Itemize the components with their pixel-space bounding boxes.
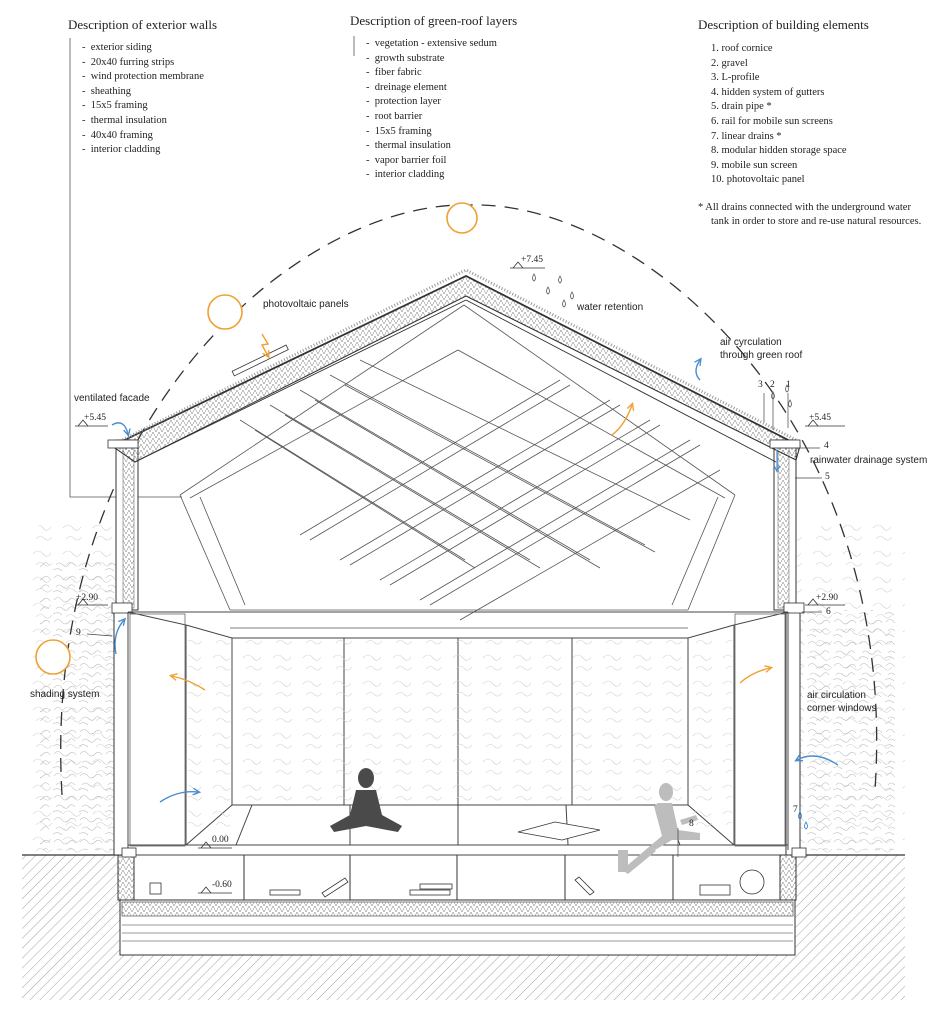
list-item: thermal insulation	[366, 139, 497, 154]
drain-note-line-2: tank in order to store and re-use natura…	[711, 216, 922, 227]
air-windows-line-2: corner windows	[807, 703, 877, 714]
foundation-slab	[119, 899, 796, 956]
rainwater-drainage-label: rainwater drainage system	[810, 455, 928, 466]
level-window-left: +2.90	[76, 593, 98, 603]
air-roof-line-2: through green roof	[720, 350, 803, 361]
interior-ceiling	[179, 304, 736, 629]
list-item: growth substrate	[366, 52, 497, 67]
seated-person-icon	[618, 783, 700, 874]
list-item: 3. L-profile	[711, 72, 760, 84]
list-item: 1. roof cornice	[711, 43, 773, 54]
ground	[22, 854, 905, 1000]
warm-air-arrow-icon	[611, 405, 632, 436]
callout-7: 7	[793, 805, 798, 815]
green-roof-title: Description of green-roof layers	[350, 13, 518, 28]
list-item: 8. modular hidden storage space	[711, 145, 847, 157]
exterior-walls-list: exterior siding 20x40 furring strips win…	[82, 41, 204, 158]
air-circulation-roof-label: air cyrculation through green roof	[720, 336, 802, 362]
ventilated-facade-label: ventilated facade	[74, 393, 150, 404]
cool-air-arrow-icon	[111, 422, 128, 434]
level-floor: 0.00	[212, 835, 229, 845]
list-item: vapor barrier foil	[366, 154, 497, 169]
list-item: 5. drain pipe *	[711, 101, 772, 113]
water-retention-label: water retention	[577, 302, 644, 313]
list-item: 40x40 framing	[82, 129, 204, 144]
cool-air-arrow-icon	[159, 792, 198, 803]
callout-6: 6	[826, 607, 831, 617]
air-windows-line-1: air circulation	[807, 690, 866, 701]
green-roof	[107, 268, 801, 463]
cool-air-arrow-icon	[114, 620, 124, 655]
exterior-walls-title: Description of exterior walls	[68, 17, 218, 32]
callout-leaders	[86, 393, 822, 857]
list-item: 10. photovoltaic panel	[711, 174, 805, 186]
list-item: interior cladding	[82, 143, 204, 158]
list-item: 2. gravel	[711, 57, 748, 69]
shading-system-label: shading system	[30, 689, 100, 700]
building-elements-title: Description of building elements	[698, 17, 869, 32]
corner-window-right	[690, 635, 732, 835]
list-item: interior cladding	[366, 168, 497, 183]
callout-9: 9	[76, 628, 81, 638]
list-item: thermal insulation	[82, 114, 204, 129]
corner-window-left	[188, 635, 230, 835]
linear-drains	[121, 847, 807, 858]
callout-5: 5	[825, 472, 830, 482]
list-item: 4. hidden system of gutters	[711, 86, 825, 98]
callout-8: 8	[689, 819, 694, 829]
drain-note-line-1: * All drains connected with the undergro…	[698, 202, 911, 213]
list-item: 15x5 framing	[82, 99, 204, 114]
warm-air-arrow-icon	[739, 668, 770, 684]
mobile-sun-screens	[129, 613, 786, 847]
green-roof-list: vegetation - extensive sedum growth subs…	[366, 37, 497, 183]
photovoltaic-label: photovoltaic panels	[263, 299, 349, 310]
level-basement: -0.60	[212, 880, 232, 890]
list-item: sheathing	[82, 85, 204, 100]
list-item: dreinage element	[366, 81, 497, 96]
level-ridge: +7.45	[521, 255, 543, 265]
list-item: fiber fabric	[366, 66, 497, 81]
exterior-walls-leader	[69, 38, 182, 498]
list-item: 15x5 framing	[366, 125, 497, 140]
callout-4: 4	[824, 441, 829, 451]
sun-icon	[35, 639, 71, 675]
warm-air-arrow-icon	[172, 676, 206, 691]
list-item: 6. rail for mobile sun screens	[711, 115, 833, 127]
energy-arrow-icon	[260, 333, 268, 356]
list-item: root barrier	[366, 110, 497, 125]
storage-space	[133, 854, 781, 901]
meditating-person-icon	[330, 768, 402, 832]
list-item: 20x40 furring strips	[82, 56, 204, 71]
callout-3: 3	[758, 380, 763, 390]
sun-icon	[446, 202, 478, 234]
floor-board	[517, 821, 601, 841]
callout-1: 1	[786, 380, 791, 390]
level-window-right: +2.90	[816, 593, 838, 603]
water-drop-icon	[532, 273, 792, 408]
list-item: vegetation - extensive sedum	[366, 37, 497, 52]
callout-2: 2	[770, 380, 775, 390]
level-eave-left: +5.45	[84, 413, 106, 423]
level-marker-icon	[75, 261, 845, 894]
right-wall	[773, 439, 805, 901]
left-vegetation	[22, 512, 120, 855]
cool-air-arrow-icon	[696, 360, 700, 381]
list-item: exterior siding	[82, 41, 204, 56]
left-wall	[111, 439, 139, 901]
list-item: 7. linear drains *	[711, 130, 782, 142]
sun-icon	[207, 294, 243, 330]
window-view	[232, 638, 688, 805]
building-elements-list: 1. roof cornice 2. gravel 3. L-profile 4…	[711, 42, 847, 188]
list-item: 9. mobile sun screen	[711, 159, 798, 171]
air-roof-line-1: air cyrculation	[720, 337, 782, 348]
level-eave-right: +5.45	[809, 413, 831, 423]
air-circulation-windows-label: air circulation corner windows	[807, 689, 876, 715]
list-item: wind protection membrane	[82, 70, 204, 85]
list-item: protection layer	[366, 95, 497, 110]
cool-air-arrow-icon	[797, 756, 839, 766]
